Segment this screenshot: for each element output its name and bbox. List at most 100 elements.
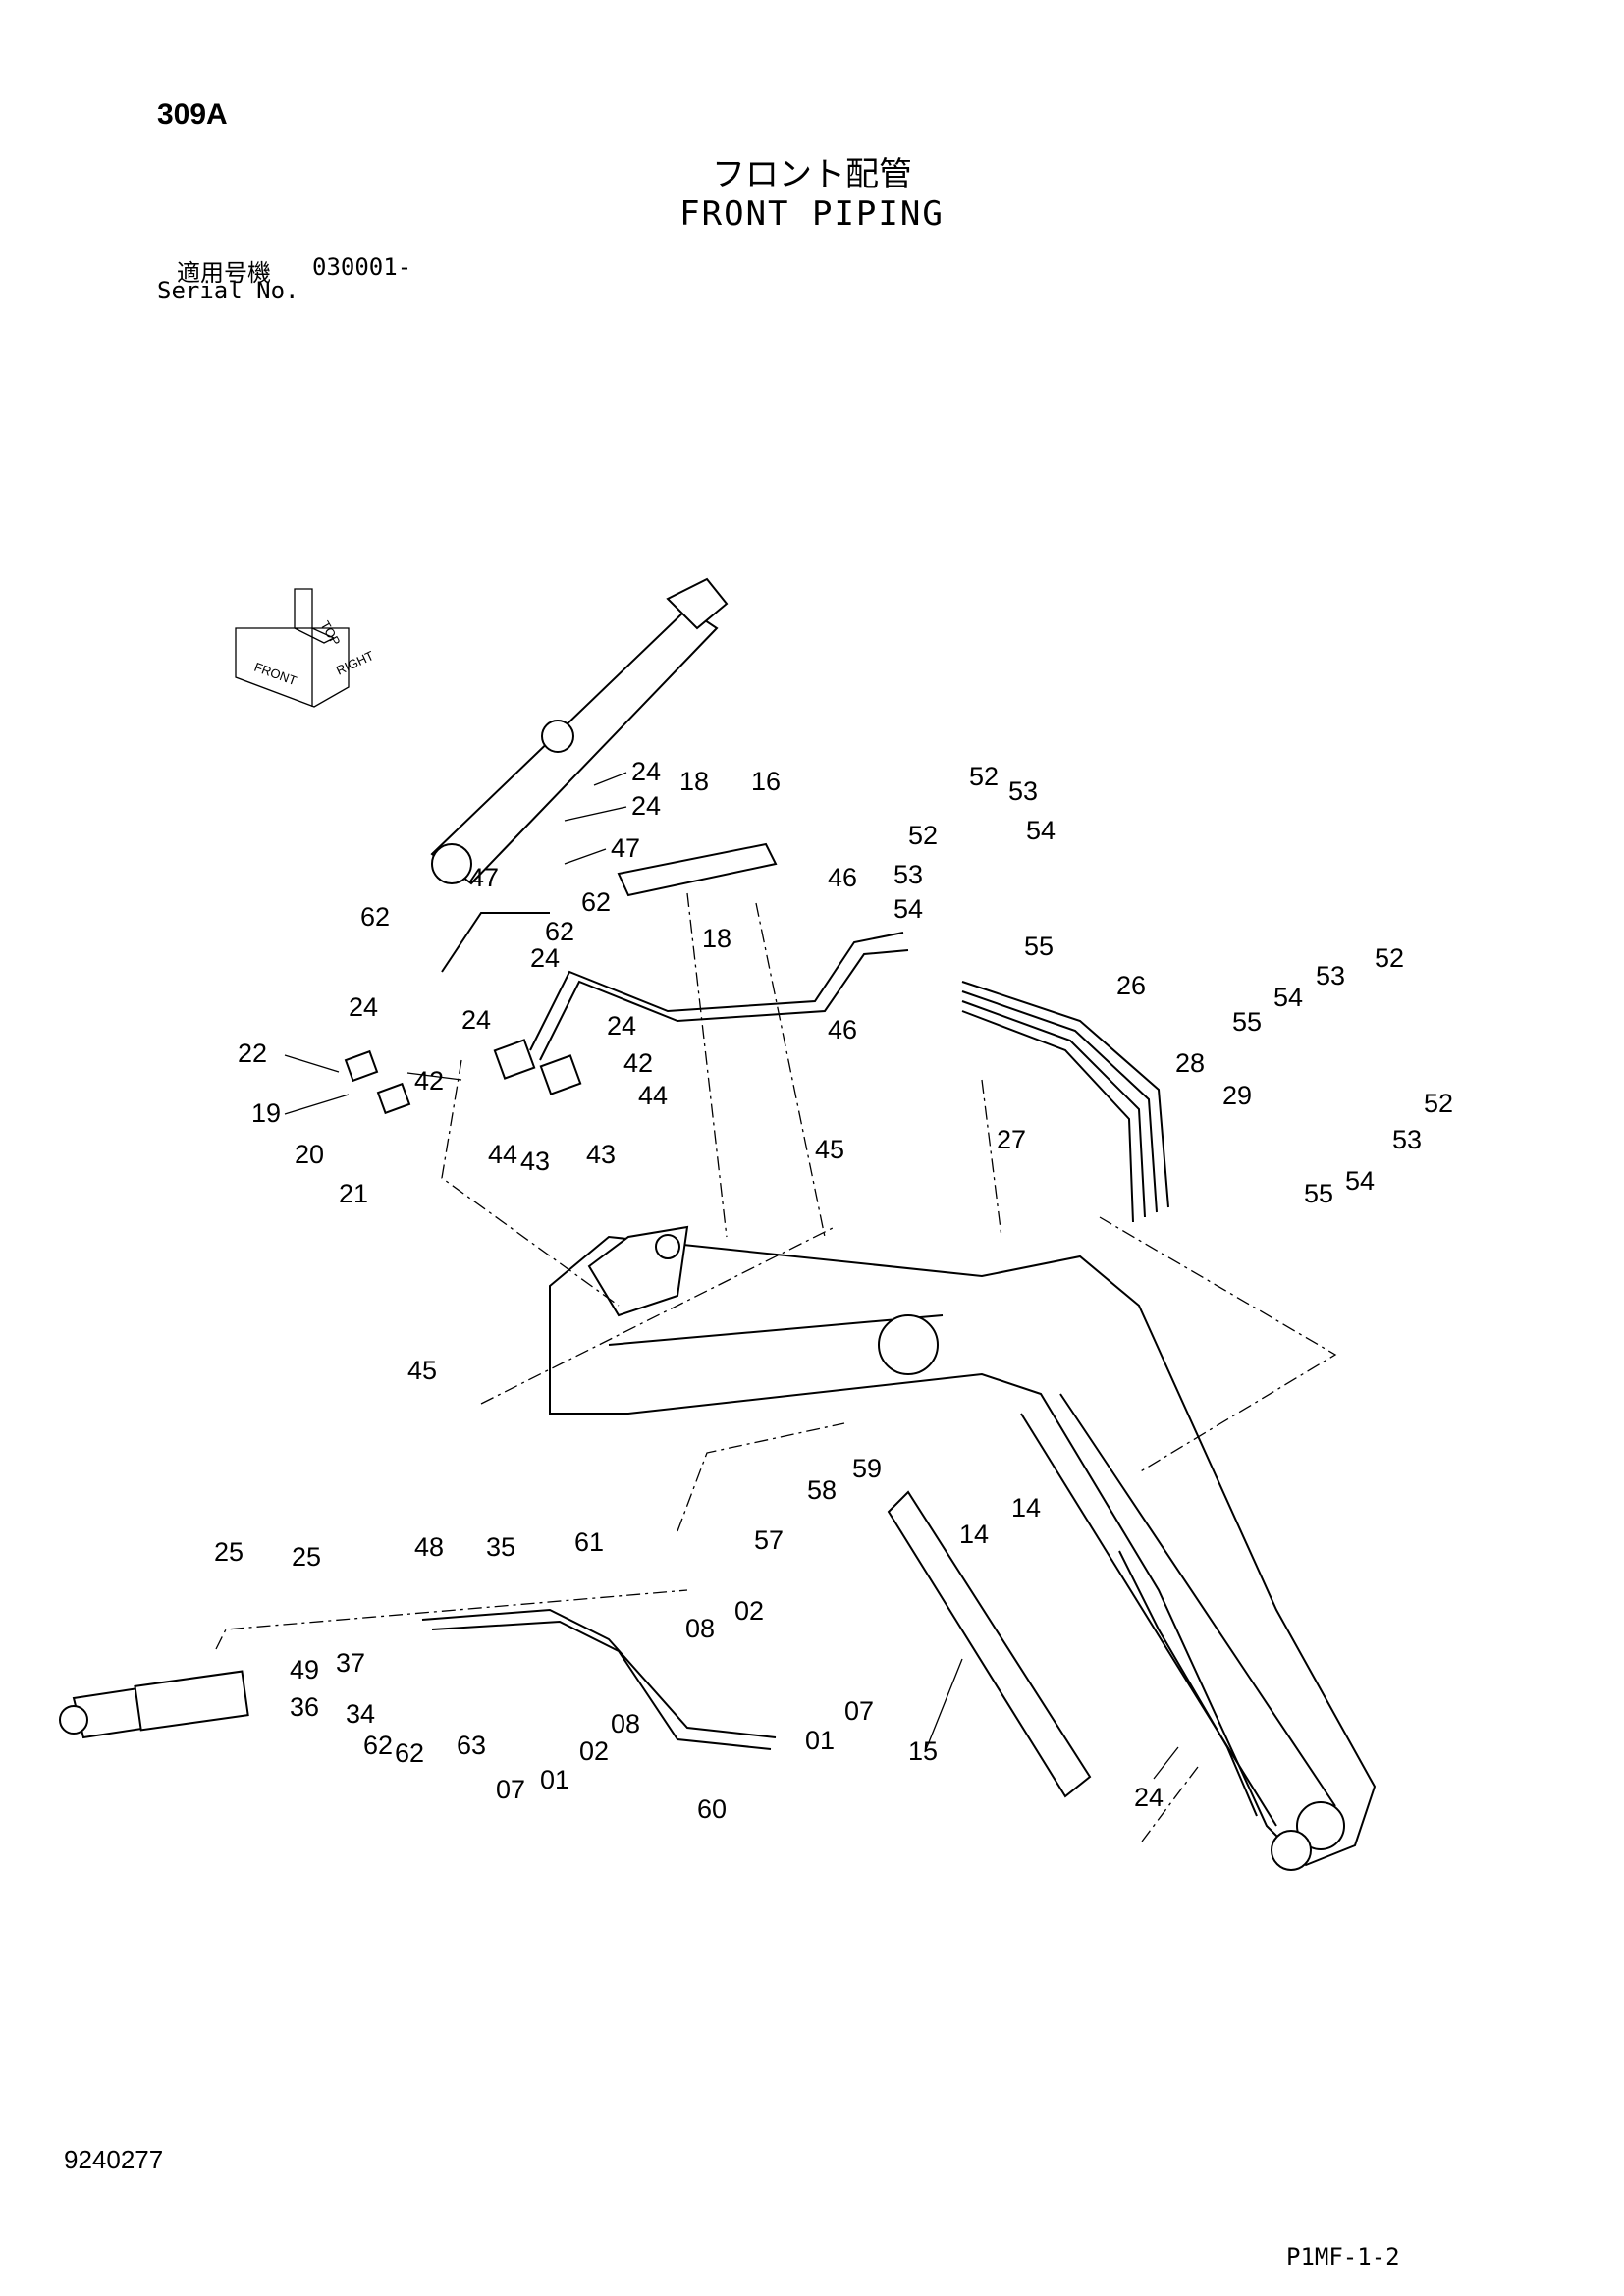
compass-top-label: TOP <box>317 618 343 648</box>
callout-label: 45 <box>815 1135 844 1164</box>
pipe-bundle <box>961 981 1169 1223</box>
callout-label: 18 <box>702 924 731 953</box>
page-reference: P1MF-1-2 <box>1286 2243 1400 2270</box>
title-japanese: フロント配管 <box>712 155 912 194</box>
callout-label: 29 <box>1222 1081 1252 1110</box>
callout-label: 46 <box>828 863 857 892</box>
callout-label: 01 <box>805 1726 835 1755</box>
page-code: 309A <box>157 98 228 131</box>
callout-label: 08 <box>685 1614 715 1643</box>
callout-label: 54 <box>1273 983 1303 1012</box>
callout-label: 02 <box>734 1596 764 1626</box>
callout-label: 36 <box>290 1692 319 1722</box>
upper-pipes <box>441 912 909 1061</box>
callout-label: 62 <box>363 1731 393 1760</box>
callout-label: 08 <box>611 1709 640 1738</box>
callout-label: 52 <box>969 762 999 791</box>
callout-label: 42 <box>623 1048 653 1078</box>
callout-label: 26 <box>1116 971 1146 1000</box>
callout-label: 24 <box>1134 1783 1164 1812</box>
callout-label: 45 <box>407 1356 437 1385</box>
callout-label: 24 <box>631 791 661 821</box>
callout-label: 62 <box>360 902 390 932</box>
callout-label: 58 <box>807 1475 837 1505</box>
callout-label: 53 <box>893 860 923 889</box>
callout-label: 25 <box>292 1542 321 1572</box>
callout-label: 24 <box>349 992 378 1022</box>
callout-label: 14 <box>959 1520 989 1549</box>
callout-label: 55 <box>1232 1007 1262 1037</box>
serial-number-value: 030001- <box>312 253 412 281</box>
callout-label: 25 <box>214 1537 244 1567</box>
clamp-19 <box>344 1049 379 1083</box>
guard-plate-15 <box>887 1490 1092 1798</box>
callout-label: 34 <box>346 1699 375 1729</box>
callout-label: 24 <box>530 943 560 973</box>
callout-label: 22 <box>238 1039 267 1068</box>
callout-label: 07 <box>496 1775 525 1804</box>
callout-label: 24 <box>461 1005 491 1035</box>
compass-front-label: FRONT <box>252 660 298 688</box>
callout-label: 53 <box>1392 1125 1422 1154</box>
callout-label: 01 <box>540 1765 569 1794</box>
callout-label: 21 <box>339 1179 368 1208</box>
callout-label: 60 <box>697 1794 727 1824</box>
callout-label: 35 <box>486 1532 515 1562</box>
callout-label: 19 <box>251 1098 281 1128</box>
cover-16 <box>617 842 778 897</box>
orientation-compass-icon: FRONT TOP RIGHT <box>235 588 376 708</box>
callout-label: 18 <box>679 767 709 796</box>
assembly-lines <box>215 892 1337 1846</box>
callout-label: 55 <box>1304 1179 1333 1208</box>
callout-label: 37 <box>336 1648 365 1678</box>
callout-label: 27 <box>997 1125 1026 1154</box>
callout-label: 59 <box>852 1454 882 1483</box>
callout-label: 28 <box>1175 1048 1205 1078</box>
callout-label: 49 <box>290 1655 319 1684</box>
callout-label: 14 <box>1011 1493 1041 1522</box>
callout-label: 53 <box>1316 961 1345 990</box>
callout-label: 44 <box>638 1081 668 1110</box>
callout-label: 55 <box>1024 932 1054 961</box>
compass-right-label: RIGHT <box>334 648 376 678</box>
callout-label: 54 <box>1026 816 1056 845</box>
document-number: 9240277 <box>64 2145 164 2174</box>
callout-label: 62 <box>395 1738 424 1768</box>
part-callouts: 24 24 47 47 62 62 62 24 24 24 24 42 42 4… <box>214 757 1453 1824</box>
callout-label: 53 <box>1008 776 1038 806</box>
callout-label: 61 <box>574 1527 604 1557</box>
callout-label: 42 <box>414 1066 444 1095</box>
callout-label: 24 <box>631 757 661 786</box>
callout-label: 52 <box>908 821 938 850</box>
callout-label: 62 <box>545 917 574 946</box>
callout-label: 07 <box>844 1696 874 1726</box>
callout-label: 54 <box>893 894 923 924</box>
callout-label: 43 <box>520 1147 550 1176</box>
upper-cylinder <box>430 577 729 885</box>
callout-label: 02 <box>579 1736 609 1766</box>
callout-label: 43 <box>586 1140 616 1169</box>
callout-label: 47 <box>469 863 499 892</box>
callout-label: 62 <box>581 887 611 917</box>
callout-label: 44 <box>488 1140 517 1169</box>
boom-structure <box>549 1225 1377 1871</box>
clamp-21 <box>376 1082 411 1115</box>
callout-label: 52 <box>1375 943 1404 973</box>
leader-lines <box>284 772 1179 1780</box>
callout-label: 57 <box>754 1525 784 1555</box>
callout-label: 46 <box>828 1015 857 1044</box>
serial-label-japanese: 適用号機 <box>177 259 271 287</box>
title-english: FRONT PIPING <box>679 194 945 234</box>
callout-label: 48 <box>414 1532 444 1562</box>
serial-label-english: Serial No. <box>157 277 299 304</box>
callout-label: 24 <box>607 1011 636 1041</box>
callout-label: 63 <box>457 1731 486 1760</box>
block-42-right <box>539 1054 582 1095</box>
lower-hoses <box>421 1550 1258 1817</box>
callout-label: 20 <box>295 1140 324 1169</box>
lower-cylinder <box>59 1670 249 1739</box>
block-42-left <box>493 1039 536 1080</box>
callout-label: 16 <box>751 767 781 796</box>
callout-label: 47 <box>611 833 640 863</box>
